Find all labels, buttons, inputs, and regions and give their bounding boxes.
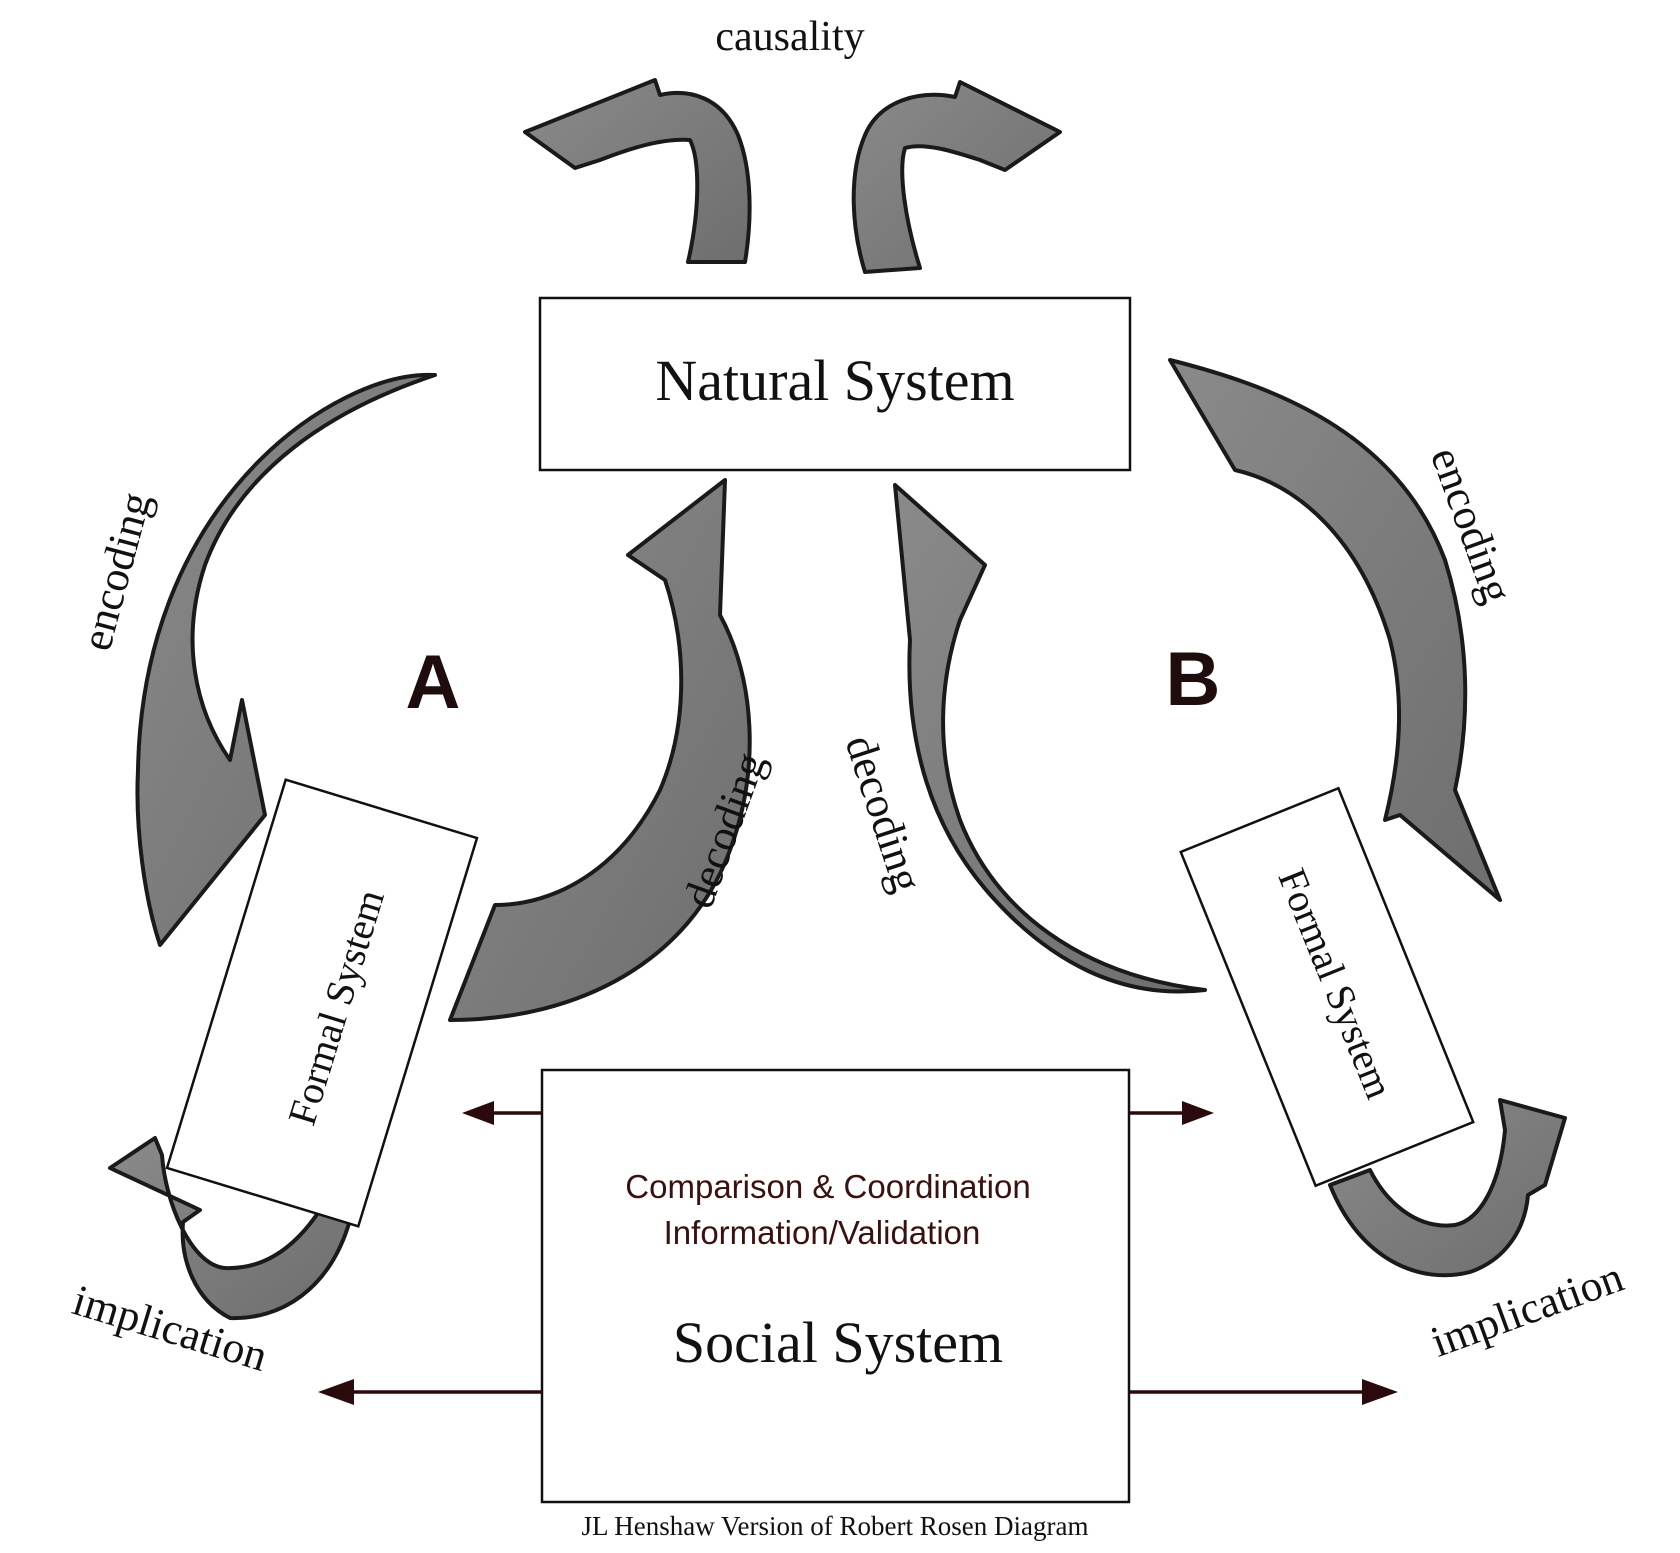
implication-arrow-left [108, 1136, 352, 1321]
encoding-arrow-right [1168, 358, 1502, 902]
formal-system-box-a: Formal System [165, 778, 479, 1228]
arrowhead-left-upper [462, 1101, 494, 1125]
information-validation-label: Information/Validation [664, 1214, 981, 1251]
label-a: A [406, 640, 461, 725]
arrowhead-left-lower [318, 1379, 354, 1405]
causality-label: causality [715, 14, 864, 60]
connector-arrows [318, 1101, 1398, 1405]
arrowhead-right-upper [1182, 1101, 1214, 1125]
implication-arrow-right [1328, 1098, 1567, 1278]
natural-system-label: Natural System [655, 348, 1014, 413]
decoding-arrow-left [448, 478, 752, 1022]
comparison-coordination-label: Comparison & Coordination [625, 1168, 1030, 1205]
arrowhead-right-lower [1362, 1379, 1398, 1405]
social-system-label: Social System [673, 1310, 1003, 1375]
encoding-arrow-left [135, 372, 437, 947]
natural-system-box: Natural System [538, 296, 1132, 472]
causality-arrow-right [851, 80, 1062, 274]
encoding-left-label: encoding [71, 487, 160, 655]
social-system-box: Comparison & Coordination Information/Va… [540, 1068, 1131, 1504]
causality-arrow-left [523, 78, 752, 264]
decoding-arrow-right [893, 483, 1207, 994]
formal-system-box-b: Formal System [1179, 786, 1475, 1188]
caption: JL Henshaw Version of Robert Rosen Diagr… [582, 1511, 1089, 1541]
label-b: B [1166, 637, 1221, 722]
